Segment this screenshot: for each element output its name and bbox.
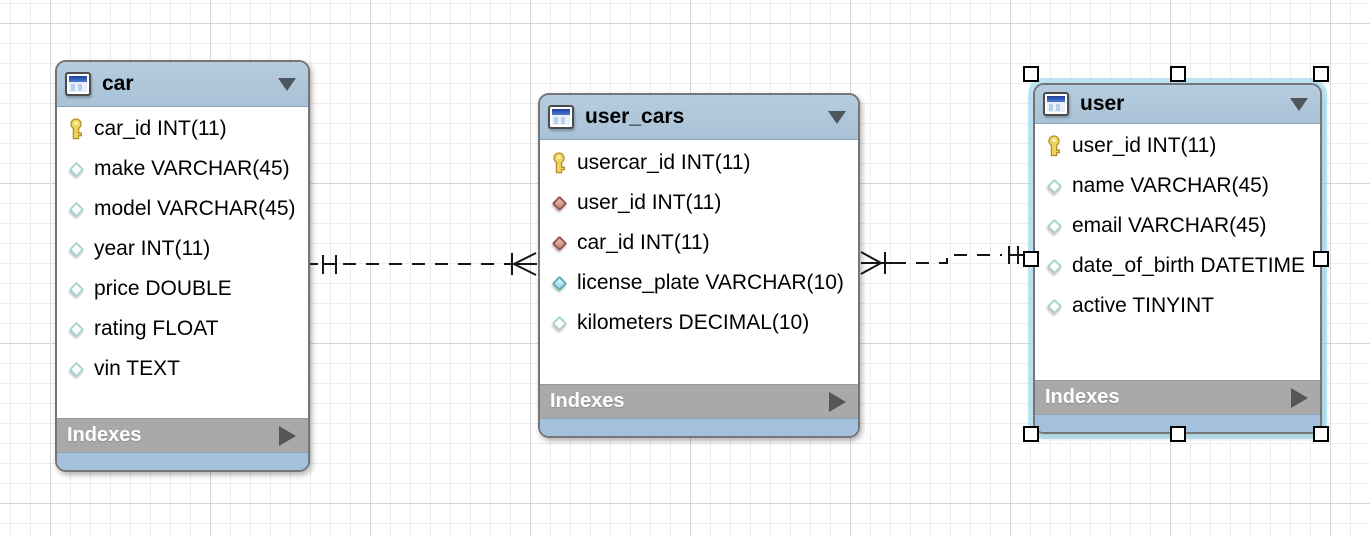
column-label: user_id INT(11) xyxy=(577,191,722,214)
column-row-vin[interactable]: vin TEXT xyxy=(57,349,308,389)
column-label: user_id INT(11) xyxy=(1072,134,1217,157)
selection-handle[interactable] xyxy=(1169,66,1186,82)
column-row-year[interactable]: year INT(11) xyxy=(57,229,308,269)
column-label: date_of_birth DATETIME xyxy=(1072,254,1306,277)
column-label: make VARCHAR(45) xyxy=(94,157,290,180)
relationship-user_cars-to-user[interactable] xyxy=(860,246,1033,275)
column-row-rating[interactable]: rating FLOAT xyxy=(57,309,308,349)
nullable-icon xyxy=(66,278,86,300)
table-name: user xyxy=(1080,92,1125,115)
column-row-date_of_birth[interactable]: date_of_birth DATETIME xyxy=(1035,246,1320,286)
table-icon xyxy=(548,105,574,129)
column-row-model[interactable]: model VARCHAR(45) xyxy=(57,189,308,229)
column-label: name VARCHAR(45) xyxy=(1072,174,1269,197)
relationship-car-to-user_cars[interactable] xyxy=(310,252,537,276)
foreign-key-icon xyxy=(549,192,569,214)
nullable-icon xyxy=(66,158,86,180)
column-row-user_id[interactable]: user_id INT(11) xyxy=(1035,126,1320,166)
column-row-license_plate[interactable]: license_plate VARCHAR(10) xyxy=(540,263,858,303)
table-car[interactable]: car car_id INT(11) make VARCHAR(45) model V… xyxy=(55,60,310,472)
selection-handle[interactable] xyxy=(1313,66,1329,82)
table-user[interactable]: user user_id INT(11) name VARCHAR(45) email… xyxy=(1033,83,1322,434)
column-label: active TINYINT xyxy=(1072,294,1214,317)
indexes-bar[interactable]: Indexes xyxy=(57,418,308,452)
indexes-label: Indexes xyxy=(67,424,142,446)
selection-handle[interactable] xyxy=(1023,426,1039,442)
indexes-bar[interactable]: Indexes xyxy=(1035,380,1320,414)
table-icon xyxy=(1043,92,1069,116)
expand-arrow-icon[interactable] xyxy=(1291,387,1308,408)
nullable-icon xyxy=(66,198,86,220)
column-label: model VARCHAR(45) xyxy=(94,197,296,220)
nullable-icon xyxy=(1044,255,1064,277)
column-label: rating FLOAT xyxy=(94,317,219,340)
column-label: kilometers DECIMAL(10) xyxy=(577,311,810,334)
indexes-bar[interactable]: Indexes xyxy=(540,384,858,418)
column-label: car_id INT(11) xyxy=(577,231,710,254)
nullable-icon xyxy=(1044,215,1064,237)
selection-handle[interactable] xyxy=(1023,66,1039,82)
nullable-icon xyxy=(66,238,86,260)
column-row-email[interactable]: email VARCHAR(45) xyxy=(1035,206,1320,246)
column-row-user_id[interactable]: user_id INT(11) xyxy=(540,183,858,223)
foreign-key-icon xyxy=(549,232,569,254)
column-row-price[interactable]: price DOUBLE xyxy=(57,269,308,309)
column-row-name[interactable]: name VARCHAR(45) xyxy=(1035,166,1320,206)
indexes-label: Indexes xyxy=(1045,386,1120,408)
column-row-active[interactable]: active TINYINT xyxy=(1035,286,1320,326)
column-label: car_id INT(11) xyxy=(94,117,227,140)
table-header[interactable]: user xyxy=(1035,85,1320,124)
column-row-make[interactable]: make VARCHAR(45) xyxy=(57,149,308,189)
nullable-icon xyxy=(1044,295,1064,317)
table-columns: user_id INT(11) name VARCHAR(45) email VAR… xyxy=(1035,124,1320,380)
expand-arrow-icon[interactable] xyxy=(279,425,296,446)
collapse-triangle-icon[interactable] xyxy=(1290,97,1308,111)
table-footer xyxy=(540,418,858,436)
nullable-icon xyxy=(66,358,86,380)
selection-handle[interactable] xyxy=(1313,426,1329,442)
table-header[interactable]: user_cars xyxy=(540,95,858,140)
table-name: user_cars xyxy=(585,105,685,128)
table-name: car xyxy=(102,72,134,95)
selection-handle[interactable] xyxy=(1313,250,1329,267)
table-user_cars[interactable]: user_cars usercar_id INT(11) user_id INT(1… xyxy=(538,93,860,438)
column-label: license_plate VARCHAR(10) xyxy=(577,271,844,294)
table-footer xyxy=(57,452,308,470)
column-row-kilometers[interactable]: kilometers DECIMAL(10) xyxy=(540,303,858,343)
table-footer xyxy=(1035,414,1320,432)
expand-arrow-icon[interactable] xyxy=(829,391,846,412)
nullable-icon xyxy=(66,318,86,340)
primary-key-icon xyxy=(66,118,86,140)
column-label: year INT(11) xyxy=(94,237,211,260)
table-columns: car_id INT(11) make VARCHAR(45) model VARC… xyxy=(57,107,308,418)
nullable-icon xyxy=(1044,175,1064,197)
column-row-car_id[interactable]: car_id INT(11) xyxy=(540,223,858,263)
primary-key-icon xyxy=(1044,135,1064,157)
column-label: vin TEXT xyxy=(94,357,180,380)
column-row-car_id[interactable]: car_id INT(11) xyxy=(57,109,308,149)
collapse-triangle-icon[interactable] xyxy=(278,77,296,91)
selection-handle[interactable] xyxy=(1023,250,1039,267)
indexes-label: Indexes xyxy=(550,390,625,412)
table-columns: usercar_id INT(11) user_id INT(11) car_id … xyxy=(540,140,858,384)
column-label: usercar_id INT(11) xyxy=(577,151,751,174)
table-header[interactable]: car xyxy=(57,62,308,107)
column-row-usercar_id[interactable]: usercar_id INT(11) xyxy=(540,143,858,183)
column-label: price DOUBLE xyxy=(94,277,232,300)
collapse-triangle-icon[interactable] xyxy=(828,110,846,124)
selection-handle[interactable] xyxy=(1169,426,1186,442)
table-icon xyxy=(65,72,91,96)
primary-key-icon xyxy=(549,152,569,174)
column-label: email VARCHAR(45) xyxy=(1072,214,1267,237)
nullable-icon xyxy=(549,312,569,334)
not-null-icon xyxy=(549,272,569,294)
